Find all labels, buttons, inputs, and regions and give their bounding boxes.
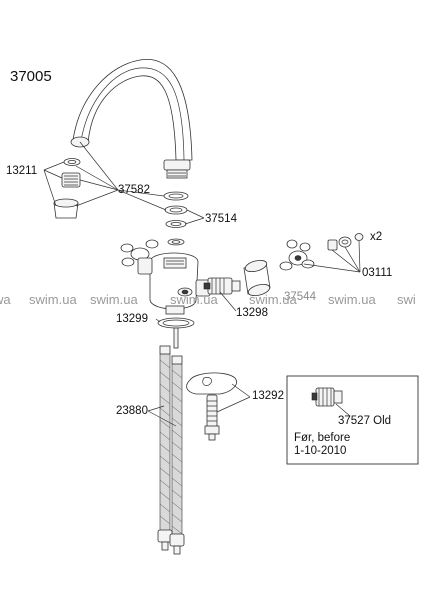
watermark-text: swim.ua: [90, 292, 138, 307]
aerator-washer: [63, 158, 81, 166]
label-37514: 37514: [205, 213, 238, 225]
label-13298: 13298: [236, 307, 268, 319]
aerator-group: [53, 158, 81, 219]
cartridge-sleeve: [243, 259, 271, 297]
inset-frame: [286, 375, 419, 465]
watermark-text: swim.ua: [170, 292, 218, 307]
inset-note-line2: 1-10-2010: [294, 445, 346, 457]
watermark-text: swim.ua: [249, 292, 297, 307]
inset-note-line1: Før, before: [294, 432, 350, 444]
watermark-text: swi: [397, 292, 416, 307]
mixer-body: [120, 239, 211, 315]
left-cross-handle: [120, 239, 159, 275]
watermark-row: wa swim.ua swim.ua swim.ua swim.ua swim.…: [0, 292, 416, 307]
label-03111: 03111: [362, 267, 392, 279]
watermark-text: swim.ua: [328, 292, 376, 307]
flexible-hoses: [157, 327, 185, 555]
label-37544: 37544: [284, 291, 317, 303]
label-13299: 13299: [116, 313, 148, 325]
old-cartridge-drawing: [311, 387, 343, 407]
mounting-kit: [186, 372, 237, 441]
inset-part-number: 37527 Old: [338, 415, 391, 427]
label-13211: 13211: [6, 165, 37, 177]
valve-cartridge: [203, 277, 241, 295]
inset-old-cartridge: 37527 Old Før, before 1-10-2010: [286, 375, 419, 465]
label-13292: 13292: [252, 390, 284, 402]
model-number: 37005: [10, 68, 52, 85]
label-37582: 37582: [118, 184, 150, 196]
watermark-text: swim.ua: [29, 292, 77, 307]
watermark-text: wa: [0, 292, 11, 307]
right-cross-handle: [279, 239, 315, 271]
label-qty-x2: x2: [370, 231, 382, 243]
spout: [70, 58, 193, 179]
label-23880: 23880: [116, 405, 148, 417]
leader-lines: [43, 141, 361, 427]
o-ring-stack: [163, 191, 189, 246]
retaining-ring: [157, 317, 195, 329]
